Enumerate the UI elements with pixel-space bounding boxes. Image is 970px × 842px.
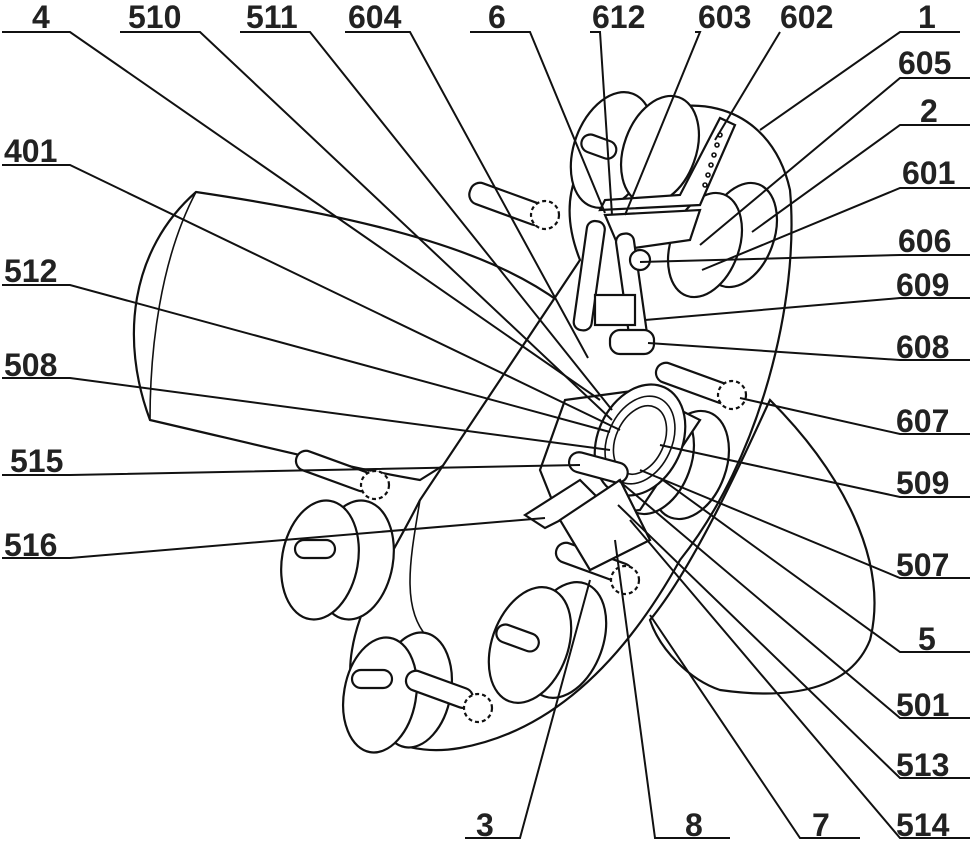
label-607: 607 [896, 403, 949, 439]
label-401: 401 [4, 133, 57, 169]
label-2: 2 [920, 93, 938, 129]
label-602: 602 [780, 0, 833, 35]
label-603: 603 [698, 0, 751, 35]
label-608: 608 [896, 329, 949, 365]
label-515: 515 [10, 443, 63, 479]
label-3: 3 [476, 807, 494, 842]
label-512: 512 [4, 253, 57, 289]
machine-assembly [134, 81, 875, 759]
label-516: 516 [4, 527, 57, 563]
label-604: 604 [348, 0, 402, 35]
label-6: 6 [488, 0, 506, 35]
label-7: 7 [812, 807, 830, 842]
label-8: 8 [685, 807, 703, 842]
label-601: 601 [902, 155, 955, 191]
label-609: 609 [896, 267, 949, 303]
label-507: 507 [896, 547, 949, 583]
label-4: 4 [32, 0, 50, 35]
label-5: 5 [918, 621, 936, 657]
label-514: 514 [896, 807, 950, 842]
label-511: 511 [246, 0, 298, 35]
label-1: 1 [918, 0, 936, 35]
label-513: 513 [896, 747, 949, 783]
label-612: 612 [592, 0, 645, 35]
label-501: 501 [896, 687, 949, 723]
label-605: 605 [898, 45, 951, 81]
label-606: 606 [898, 223, 951, 259]
label-510: 510 [128, 0, 181, 35]
label-509: 509 [896, 465, 949, 501]
label-508: 508 [4, 347, 57, 383]
